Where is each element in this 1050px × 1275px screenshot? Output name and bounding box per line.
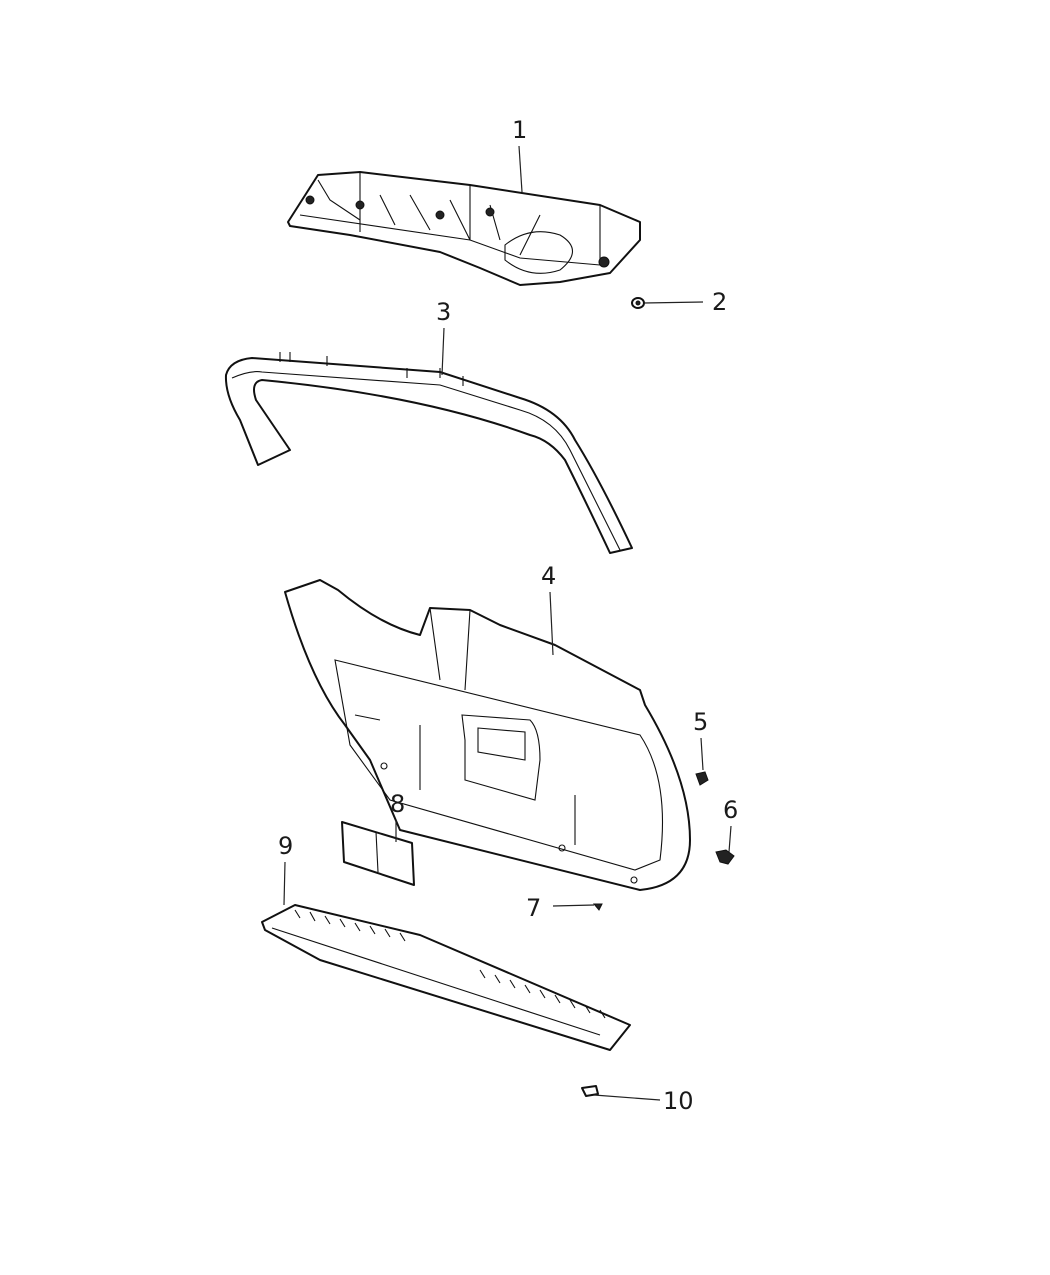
part-10-clip-nut — [581, 1085, 599, 1097]
callout-8: 8 — [390, 790, 406, 818]
part-1-upper-trim-panel — [287, 171, 641, 286]
callout-7: 7 — [526, 894, 542, 922]
part-4-liftgate-trim-panel — [284, 579, 691, 891]
callout-10: 10 — [663, 1087, 694, 1115]
part-7-screw — [592, 903, 603, 911]
part-3-arch-molding — [224, 352, 633, 554]
callout-3: 3 — [436, 298, 452, 326]
part-2-nut — [631, 297, 645, 309]
part-8-cover-plate — [341, 821, 415, 886]
callout-5: 5 — [693, 708, 709, 736]
callout-1: 1 — [512, 116, 528, 144]
callout-2: 2 — [712, 288, 728, 316]
leader-lines — [283, 145, 732, 1101]
part-6-clip — [715, 849, 735, 865]
part-9-scuff-plate — [261, 904, 631, 1051]
part-5-push-pin — [695, 771, 709, 786]
callout-6: 6 — [723, 796, 739, 824]
callout-9: 9 — [278, 832, 294, 860]
callout-4: 4 — [541, 562, 557, 590]
